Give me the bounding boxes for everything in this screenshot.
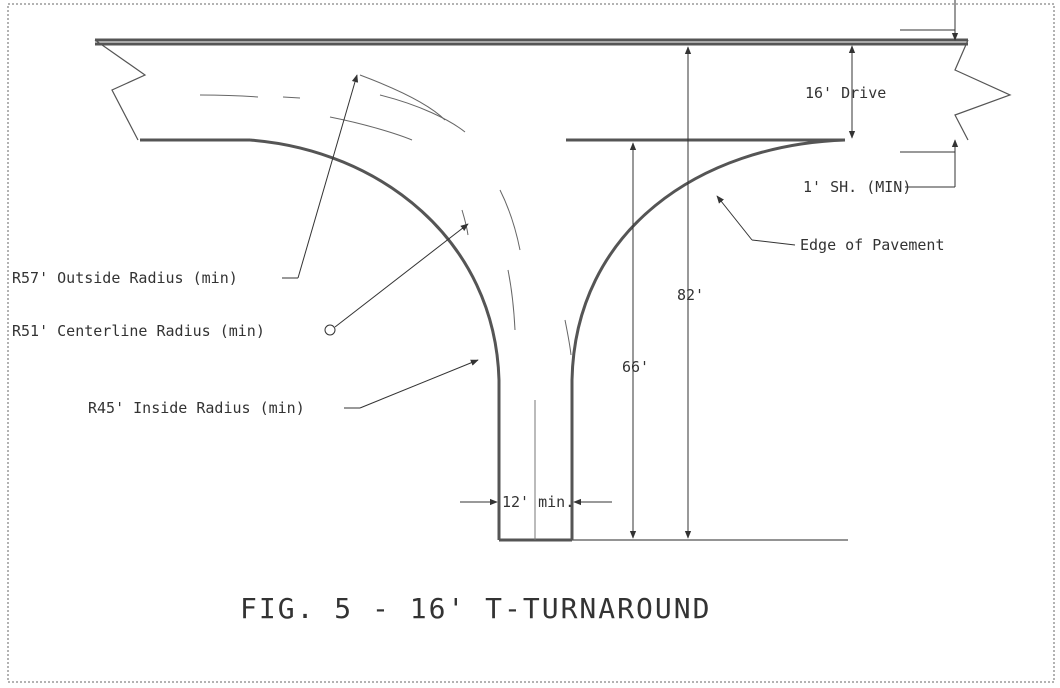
stem-width-label: 12' min. — [502, 493, 574, 511]
centerline-radius-leader — [334, 223, 469, 328]
centerline-radius-label: R51' Centerline Radius (min) — [12, 322, 265, 340]
outside-radius-label: R57' Outside Radius (min) — [12, 269, 238, 287]
figure-caption: FIG. 5 - 16' T-TURNAROUND — [240, 592, 711, 625]
right-turn-edge — [570, 138, 846, 540]
outside-radius-leader-arrow — [297, 74, 359, 279]
edge-leader-arrow — [716, 195, 753, 241]
swept-path-arcs — [199, 74, 572, 356]
left-turn-edge — [249, 138, 501, 540]
inside-radius-leader-arrow — [359, 359, 479, 409]
drawing-border — [7, 3, 1055, 683]
dimension-82-label: 82' — [677, 286, 704, 304]
edge-label: Edge of Pavement — [800, 236, 945, 254]
centerline-radius-point — [324, 324, 336, 336]
dimension-66-label: 66' — [622, 358, 649, 376]
shoulder-label: 1' SH. (MIN) — [803, 178, 911, 196]
break-line-right — [954, 39, 1012, 141]
break-line-left — [94, 39, 147, 141]
inside-radius-label: R45' Inside Radius (min) — [88, 399, 305, 417]
drive-width-label: 16' Drive — [805, 84, 886, 102]
top-edge-of-drive — [95, 38, 968, 46]
shoulder-dimension — [900, 0, 959, 188]
edge-leader-h — [751, 239, 796, 246]
